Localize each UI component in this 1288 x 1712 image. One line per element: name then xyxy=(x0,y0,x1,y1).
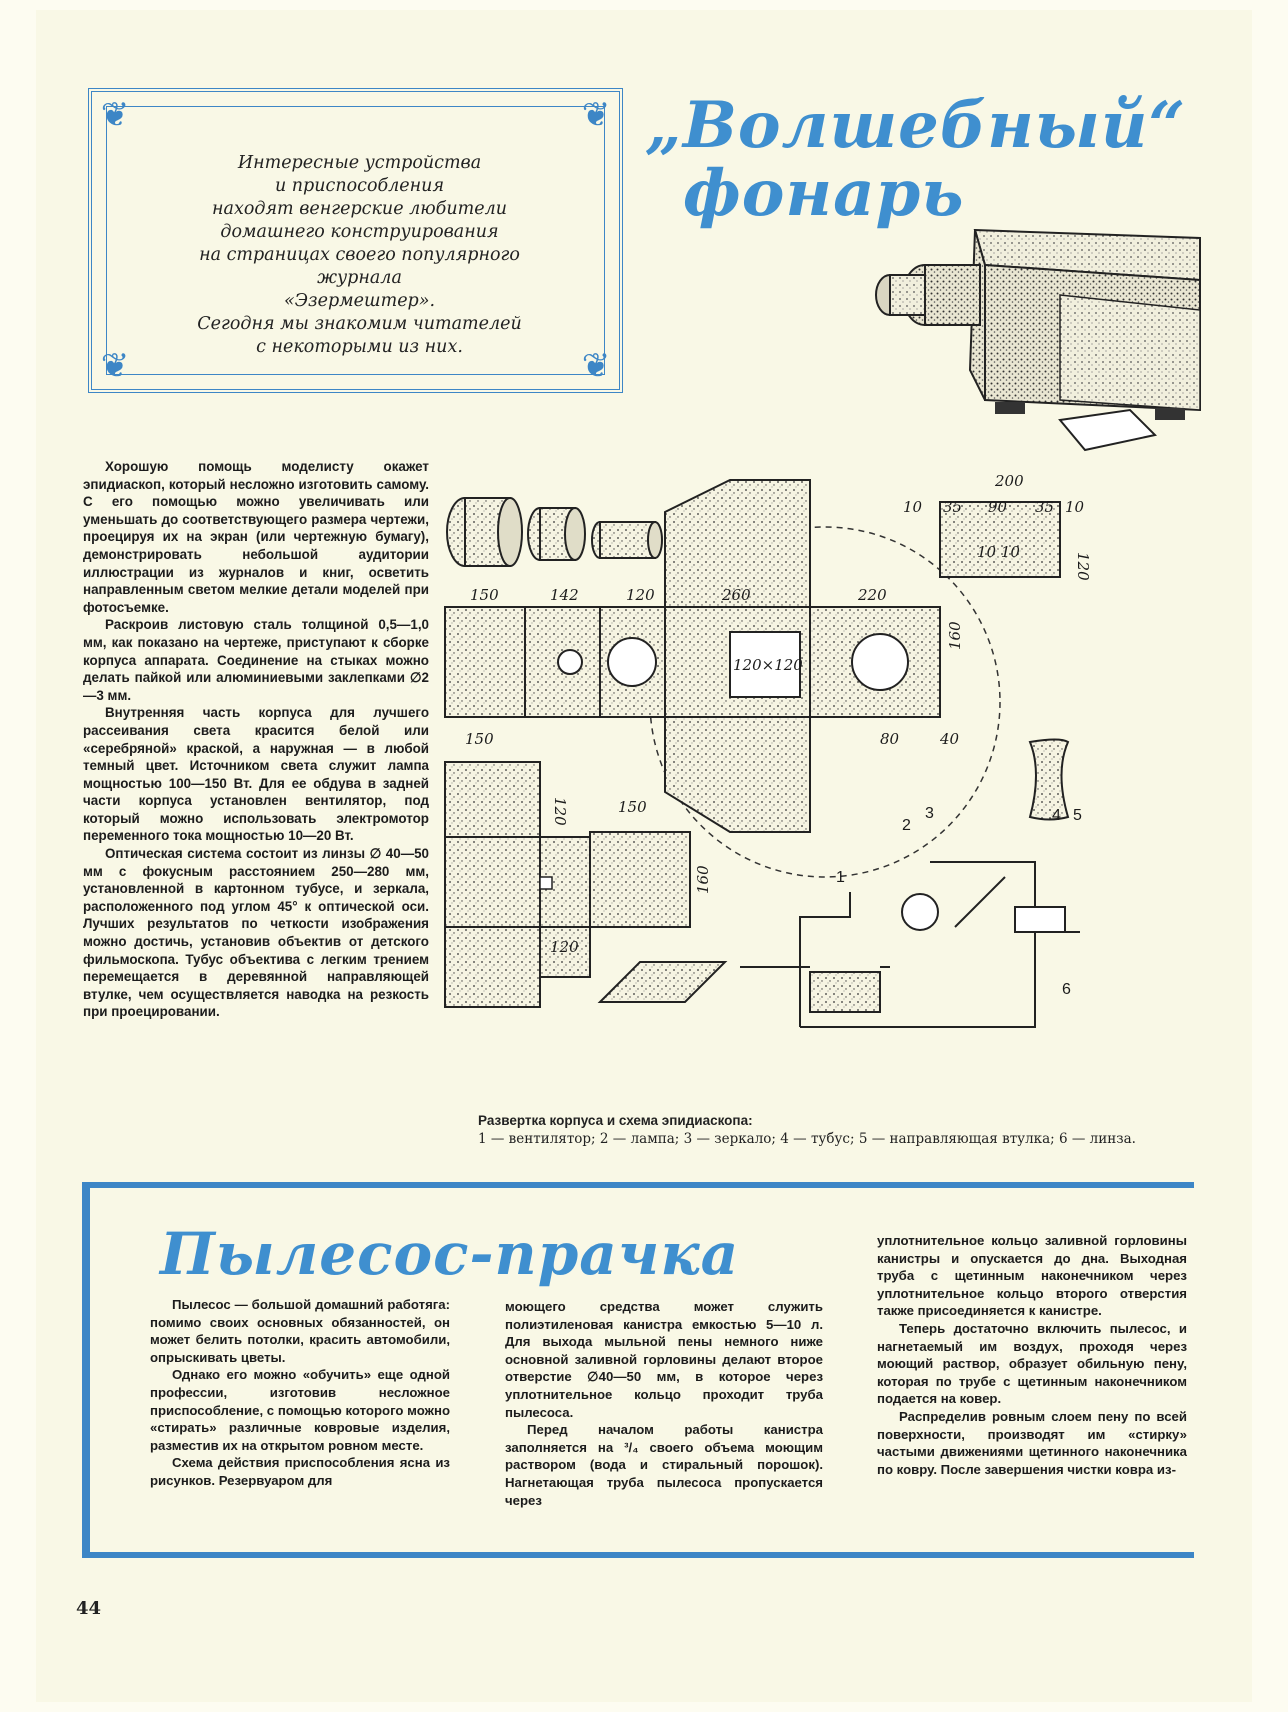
intro-text: Интересные устройства и приспособления н… xyxy=(132,152,587,359)
article1-title-line1: „Волшебный“ xyxy=(645,88,1187,163)
dimension-label: 200 xyxy=(994,472,1024,490)
part-number: 2 xyxy=(902,817,911,834)
dimension-label: 150 xyxy=(755,472,784,474)
dimension-label: 10 xyxy=(903,498,923,516)
dimension-label: 35 xyxy=(1035,498,1054,516)
intro-line: находят венгерские любители xyxy=(212,199,507,219)
part-number: 1 xyxy=(836,869,845,886)
intro-frame: ❦ ❦ ❦ ❦ Интересные устройства и приспосо… xyxy=(88,88,623,393)
corner-ornament-icon: ❦ xyxy=(581,95,611,135)
optical-schematic xyxy=(740,861,1080,1028)
dimension-label: 142 xyxy=(550,586,579,604)
epidiascope-illustration xyxy=(875,228,1201,452)
article2-paragraph: Теперь достаточно включить пылесос, и на… xyxy=(877,1320,1187,1407)
article2-column-2: моющего средства может служить полиэтиле… xyxy=(505,1298,823,1509)
intro-line: на страницах своего популярного xyxy=(199,245,520,265)
caption-title: Развертка корпуса и схема эпидиаскопа: xyxy=(478,1113,753,1128)
article2-column-3: уплотнительное кольцо заливной горловины… xyxy=(877,1232,1187,1478)
part-number: 3 xyxy=(925,805,934,822)
dimension-label: 150 xyxy=(618,798,647,816)
article2-title: Пылесос-прачка xyxy=(160,1220,740,1288)
article2-paragraph: уплотнительное кольцо заливной горловины… xyxy=(877,1233,1187,1319)
caption-text: 1 — вентилятор; 2 — лампа; 3 — зеркало; … xyxy=(478,1131,1136,1147)
intro-line: домашнего конструирования xyxy=(220,222,499,242)
article1-paragraph: Хорошую помощь моделисту окажет эпидиаск… xyxy=(83,459,429,615)
dimension-label: 120 xyxy=(1074,552,1092,581)
dimension-labels: 150 200 10 35 90 35 10 10 10 120 150 142… xyxy=(465,472,1092,956)
diagram-caption: Развертка корпуса и схема эпидиаскопа: 1… xyxy=(478,1112,1200,1148)
article2-paragraph: Схема действия приспособления ясна из ри… xyxy=(150,1455,450,1488)
intro-line: «Эзермештер». xyxy=(283,291,436,311)
article1-paragraph: Внутренняя часть корпуса для лучшего рас… xyxy=(83,705,429,844)
article2-paragraph: Пылесос — большой домашний работяга: пом… xyxy=(150,1297,450,1365)
intro-line: журнала xyxy=(317,268,402,288)
article2-paragraph: Перед началом работы канистра заполняетс… xyxy=(505,1422,823,1508)
intro-line: и приспособления xyxy=(274,176,445,196)
dimension-label: 260 xyxy=(721,586,751,604)
dimension-label: 150 xyxy=(465,730,494,748)
dimension-label: 120 xyxy=(551,797,569,826)
article1-paragraph: Оптическая система состоит из линзы ∅ 40… xyxy=(83,846,429,1020)
main-unfolding xyxy=(444,479,941,833)
article2-paragraph: моющего средства может служить полиэтиле… xyxy=(505,1299,823,1420)
dimension-label: 120 xyxy=(626,586,655,604)
article1-paragraph: Раскроив листовую сталь толщиной 0,5—1,0… xyxy=(83,617,429,703)
intro-frame-inner-border xyxy=(106,106,605,375)
bottom-unfolding xyxy=(444,761,691,1008)
article1-title: „Волшебный“ фонарь xyxy=(645,92,1205,228)
part-numbers: 1 2 3 4 5 6 xyxy=(836,805,1082,998)
dimension-label: 35 xyxy=(943,498,962,516)
corner-ornament-icon: ❦ xyxy=(100,95,130,135)
article2-frame xyxy=(82,1182,1194,1558)
dimension-label: 120 xyxy=(550,938,579,956)
dimension-label: 40 xyxy=(939,730,960,748)
dimension-label: 10 xyxy=(1065,498,1085,516)
dimension-label: 160 xyxy=(694,865,712,894)
dimension-label: 80 xyxy=(880,730,900,748)
epidiascope-unfolding-diagram: 150 200 10 35 90 35 10 10 10 120 150 142… xyxy=(444,472,1092,1028)
article2-paragraph: Распределив ровным слоем пену по всей по… xyxy=(877,1408,1187,1477)
part-number: 5 xyxy=(1073,807,1082,824)
intro-line: Сегодня мы знакомим читателей xyxy=(197,314,522,334)
dimension-label: 10 10 xyxy=(977,543,1020,561)
article2-column-1: Пылесос — большой домашний работяга: пом… xyxy=(150,1296,450,1490)
part-number: 4 xyxy=(1052,807,1061,824)
intro-line: Интересные устройства xyxy=(237,153,482,173)
intro-line: с некоторыми из них. xyxy=(256,337,463,357)
part-number: 6 xyxy=(1062,981,1071,998)
article1-title-line2: фонарь xyxy=(683,156,965,231)
article1-text-column: Хорошую помощь моделисту окажет эпидиаск… xyxy=(83,458,429,1021)
dimension-label: 120×120 xyxy=(733,656,803,674)
page-number: 44 xyxy=(76,1598,102,1619)
corner-ornament-icon: ❦ xyxy=(100,346,130,386)
dimension-label: 160 xyxy=(946,621,964,650)
article2-paragraph: Однако его можно «обучить» еще одной про… xyxy=(150,1367,450,1453)
dimension-label: 90 xyxy=(988,498,1008,516)
dimension-label: 220 xyxy=(857,586,887,604)
dimension-label: 150 xyxy=(470,586,499,604)
lens-tube-parts xyxy=(446,497,663,567)
corner-ornament-icon: ❦ xyxy=(581,346,611,386)
